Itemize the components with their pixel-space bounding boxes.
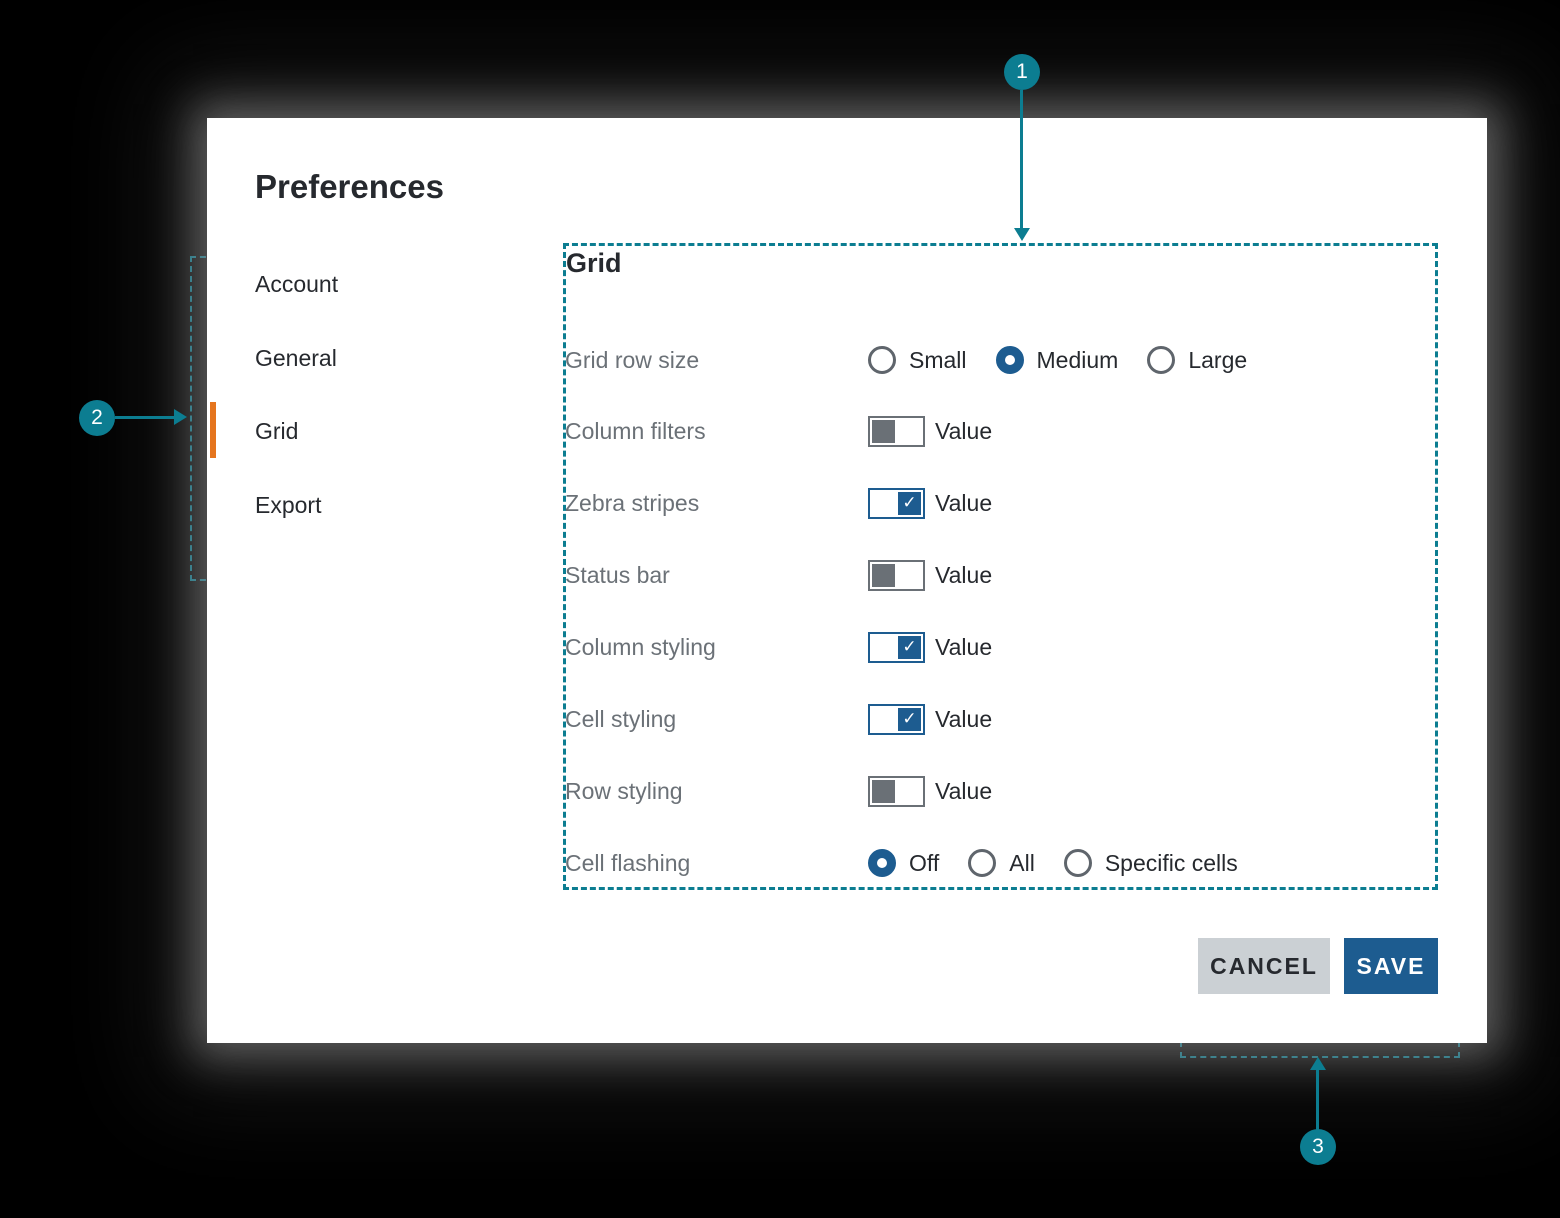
toggle-value-label: Value bbox=[935, 705, 993, 732]
annotation-marker-1: 1 bbox=[1004, 54, 1040, 90]
setting-row-grid-row-size: Grid row size Small Medium Large bbox=[565, 340, 1445, 380]
radio-option-label: Large bbox=[1188, 346, 1248, 373]
toggle-value-label: Value bbox=[935, 417, 993, 444]
save-button[interactable]: SAVE bbox=[1344, 938, 1438, 994]
setting-row-column-styling: Column styling ✓ Value bbox=[565, 627, 1445, 667]
check-icon: ✓ bbox=[898, 635, 921, 659]
panel-heading: Grid bbox=[566, 248, 622, 278]
annotation-marker-label: 1 bbox=[1016, 60, 1028, 83]
setting-label: Column filters bbox=[565, 417, 706, 444]
sidebar-item-label: Account bbox=[255, 270, 339, 297]
radio-option-specific-cells[interactable]: Specific cells bbox=[1063, 849, 1238, 877]
check-icon: ✓ bbox=[898, 491, 921, 515]
toggle-row-styling[interactable] bbox=[868, 775, 925, 807]
active-tab-indicator bbox=[210, 402, 216, 458]
annotation-marker-3: 3 bbox=[1300, 1129, 1336, 1165]
radio-option-label: All bbox=[1009, 849, 1035, 876]
setting-label: Cell flashing bbox=[565, 849, 691, 876]
radio-option-label: Off bbox=[909, 849, 940, 876]
sidebar-item-label: Grid bbox=[255, 417, 299, 444]
toggle-value-label: Value bbox=[935, 633, 993, 660]
setting-row-row-styling: Row styling Value bbox=[565, 771, 1445, 811]
radio-icon bbox=[1147, 346, 1176, 374]
sidebar-item-label: General bbox=[255, 344, 337, 371]
sidebar-item-grid[interactable]: Grid bbox=[255, 416, 475, 446]
toggle-value-label: Value bbox=[935, 489, 993, 516]
setting-row-cell-styling: Cell styling ✓ Value bbox=[565, 699, 1445, 739]
radio-option-label: Medium bbox=[1036, 346, 1119, 373]
setting-row-cell-flashing: Cell flashing Off All Specific cells bbox=[565, 843, 1445, 883]
setting-label: Zebra stripes bbox=[565, 489, 700, 516]
radio-option-label: Small bbox=[909, 346, 967, 373]
radio-option-small[interactable]: Small bbox=[868, 346, 967, 374]
setting-row-status-bar: Status bar Value bbox=[565, 555, 1445, 595]
radio-option-label: Specific cells bbox=[1104, 849, 1238, 876]
toggle-cell-styling[interactable]: ✓ bbox=[868, 703, 925, 735]
radio-option-all[interactable]: All bbox=[968, 849, 1035, 877]
radio-selected-icon bbox=[868, 849, 896, 877]
radio-icon bbox=[868, 346, 896, 374]
radio-option-large[interactable]: Large bbox=[1147, 346, 1247, 374]
toggle-knob bbox=[872, 779, 895, 803]
setting-label: Column styling bbox=[565, 633, 716, 660]
annotation-arrow-line bbox=[115, 416, 175, 419]
radio-icon bbox=[968, 849, 997, 877]
setting-row-zebra-stripes: Zebra stripes ✓ Value bbox=[565, 483, 1445, 523]
annotation-arrowhead-down bbox=[1014, 228, 1030, 241]
toggle-knob bbox=[872, 563, 895, 587]
toggle-value-label: Value bbox=[935, 561, 993, 588]
radio-option-medium[interactable]: Medium bbox=[995, 346, 1119, 374]
radio-option-off[interactable]: Off bbox=[868, 849, 939, 877]
sidebar-item-account[interactable]: Account bbox=[255, 269, 475, 299]
setting-label: Cell styling bbox=[565, 705, 677, 732]
check-icon: ✓ bbox=[898, 707, 921, 731]
toggle-value-label: Value bbox=[935, 777, 993, 804]
radio-selected-icon bbox=[995, 346, 1024, 374]
toggle-status-bar[interactable] bbox=[868, 559, 925, 591]
toggle-column-styling[interactable]: ✓ bbox=[868, 631, 925, 663]
page-title: Preferences bbox=[255, 168, 444, 205]
setting-label: Row styling bbox=[565, 777, 683, 804]
setting-label: Grid row size bbox=[565, 346, 700, 373]
annotation-arrow-line bbox=[1020, 90, 1023, 229]
annotation-arrowhead-up bbox=[1310, 1057, 1326, 1070]
sidebar-item-general[interactable]: General bbox=[255, 343, 475, 373]
radio-icon bbox=[1063, 849, 1092, 877]
cancel-button[interactable]: CANCEL bbox=[1198, 938, 1330, 994]
annotation-region-grid-panel bbox=[563, 243, 1438, 890]
annotation-marker-2: 2 bbox=[79, 400, 115, 436]
toggle-zebra-stripes[interactable]: ✓ bbox=[868, 487, 925, 519]
sidebar-item-label: Export bbox=[255, 491, 322, 518]
toggle-knob bbox=[872, 419, 895, 443]
toggle-column-filters[interactable] bbox=[868, 415, 925, 447]
annotation-marker-label: 3 bbox=[1312, 1135, 1324, 1158]
annotation-arrow-line bbox=[1316, 1070, 1319, 1131]
sidebar-item-export[interactable]: Export bbox=[255, 490, 475, 520]
annotation-marker-label: 2 bbox=[91, 406, 103, 429]
setting-row-column-filters: Column filters Value bbox=[565, 411, 1445, 451]
setting-label: Status bar bbox=[565, 561, 670, 588]
annotation-arrowhead-right bbox=[174, 409, 187, 425]
